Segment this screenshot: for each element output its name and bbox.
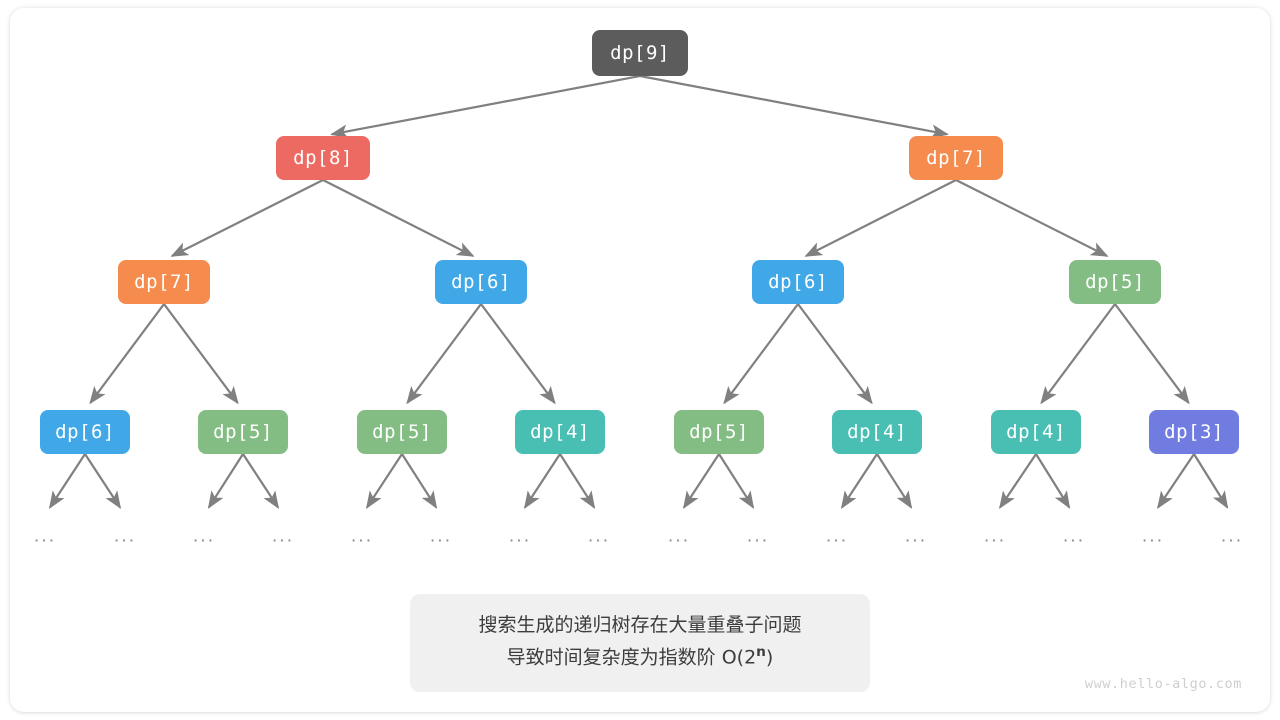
caption-complexity-base: O(2 — [721, 646, 757, 669]
caption-box: 搜索生成的递归树存在大量重叠子问题 导致时间复杂度为指数阶 O(2n) — [410, 594, 870, 693]
tree-edge — [89, 303, 165, 405]
tree-node-dp8-n1: dp[8] — [276, 136, 370, 180]
watermark: www.hello-algo.com — [1084, 676, 1242, 692]
tree-node-label: dp[7] — [134, 271, 194, 293]
leaf-ellipsis-edge — [242, 453, 280, 509]
tree-node-dp5-n6: dp[5] — [1069, 260, 1161, 304]
tree-edge — [322, 179, 475, 257]
tree-edge — [163, 303, 239, 405]
leaf-ellipsis-edge — [365, 453, 403, 509]
ellipsis-marker: ... — [904, 526, 928, 547]
tree-edge — [480, 303, 556, 405]
tree-node-label: dp[4] — [530, 421, 590, 443]
tree-edge — [1040, 303, 1116, 405]
leaf-ellipsis-edge — [523, 453, 561, 509]
tree-node-dp4-n13: dp[4] — [991, 410, 1081, 454]
leaf-ellipsis-edge — [840, 453, 878, 509]
tree-node-label: dp[5] — [372, 421, 432, 443]
leaf-ellipsis-edge — [48, 453, 86, 509]
ellipsis-marker: ... — [1062, 526, 1086, 547]
ellipsis-marker: ... — [1141, 526, 1165, 547]
tree-node-label: dp[4] — [847, 421, 907, 443]
leaf-ellipsis-edge — [682, 453, 720, 509]
ellipsis-marker: ... — [1220, 526, 1244, 547]
leaf-ellipsis-edge — [207, 453, 244, 509]
tree-edge — [1114, 303, 1190, 405]
leaf-ellipsis-edge — [84, 453, 122, 509]
tree-edge — [723, 303, 799, 405]
leaf-ellipsis-edge — [401, 453, 438, 509]
tree-node-dp7-n3: dp[7] — [118, 260, 210, 304]
tree-node-dp6-n5: dp[6] — [752, 260, 844, 304]
caption-line-2-prefix: 导致时间复杂度为指数阶 — [506, 646, 722, 669]
tree-node-label: dp[7] — [926, 147, 986, 169]
tree-node-label: dp[4] — [1006, 421, 1066, 443]
tree-edge — [406, 303, 482, 405]
ellipsis-marker: ... — [33, 526, 57, 547]
tree-edge — [170, 179, 324, 257]
ellipsis-marker: ... — [271, 526, 295, 547]
leaf-ellipsis-edge — [559, 453, 596, 509]
tree-edge — [804, 179, 957, 257]
tree-node-label: dp[3] — [1164, 421, 1224, 443]
edge-group — [89, 74, 1190, 405]
ellipsis-marker: ... — [983, 526, 1007, 547]
tree-node-dp5-n11: dp[5] — [674, 410, 764, 454]
ellipsis-marker: ... — [350, 526, 374, 547]
tree-node-label: dp[5] — [1085, 271, 1145, 293]
leaf-ellipsis-edge — [718, 453, 755, 509]
tree-node-dp9-n0: dp[9] — [592, 30, 688, 76]
tree-node-dp4-n12: dp[4] — [832, 410, 922, 454]
tree-edge — [639, 74, 949, 139]
ellipsis-marker: ... — [192, 526, 216, 547]
tree-node-label: dp[6] — [768, 271, 828, 293]
ellipsis-marker: ... — [746, 526, 770, 547]
ellipsis-marker: ... — [667, 526, 691, 547]
tree-node-label: dp[9] — [610, 42, 670, 64]
tree-node-dp7-n2: dp[7] — [909, 136, 1003, 180]
tree-node-label: dp[6] — [451, 271, 511, 293]
leaf-ellipsis-edge — [1157, 453, 1195, 509]
tree-node-label: dp[5] — [689, 421, 749, 443]
caption-line-1: 搜索生成的递归树存在大量重叠子问题 — [478, 614, 802, 636]
tree-node-label: dp[6] — [55, 421, 115, 443]
leaf-ellipsis-edge — [999, 453, 1037, 509]
ellipsis-marker: ... — [587, 526, 611, 547]
ellipsis-marker: ... — [825, 526, 849, 547]
leaf-ellipsis-edge — [876, 453, 913, 509]
tree-edge — [797, 303, 873, 405]
tree-node-label: dp[8] — [293, 147, 353, 169]
tree-node-dp4-n10: dp[4] — [515, 410, 605, 454]
ellipsis-marker: ... — [508, 526, 532, 547]
tree-node-label: dp[5] — [213, 421, 273, 443]
caption-line-2: 导致时间复杂度为指数阶 O(2n) — [420, 641, 860, 674]
tree-node-dp5-n8: dp[5] — [198, 410, 288, 454]
tree-node-dp6-n4: dp[6] — [435, 260, 527, 304]
caption-complexity-close: ) — [765, 646, 774, 669]
leaf-ellipsis-edge-group — [48, 453, 1229, 509]
ellipsis-marker: ... — [429, 526, 453, 547]
ellipsis-marker: ... — [113, 526, 137, 547]
caption-complexity-exponent: n — [756, 644, 766, 661]
leaf-ellipsis-edge — [1035, 453, 1071, 509]
leaf-ellipsis-edge — [1193, 453, 1229, 509]
tree-edge — [330, 74, 641, 139]
tree-node-dp6-n7: dp[6] — [40, 410, 130, 454]
tree-edge — [955, 179, 1109, 257]
tree-node-dp5-n9: dp[5] — [357, 410, 447, 454]
tree-node-dp3-n14: dp[3] — [1149, 410, 1239, 454]
